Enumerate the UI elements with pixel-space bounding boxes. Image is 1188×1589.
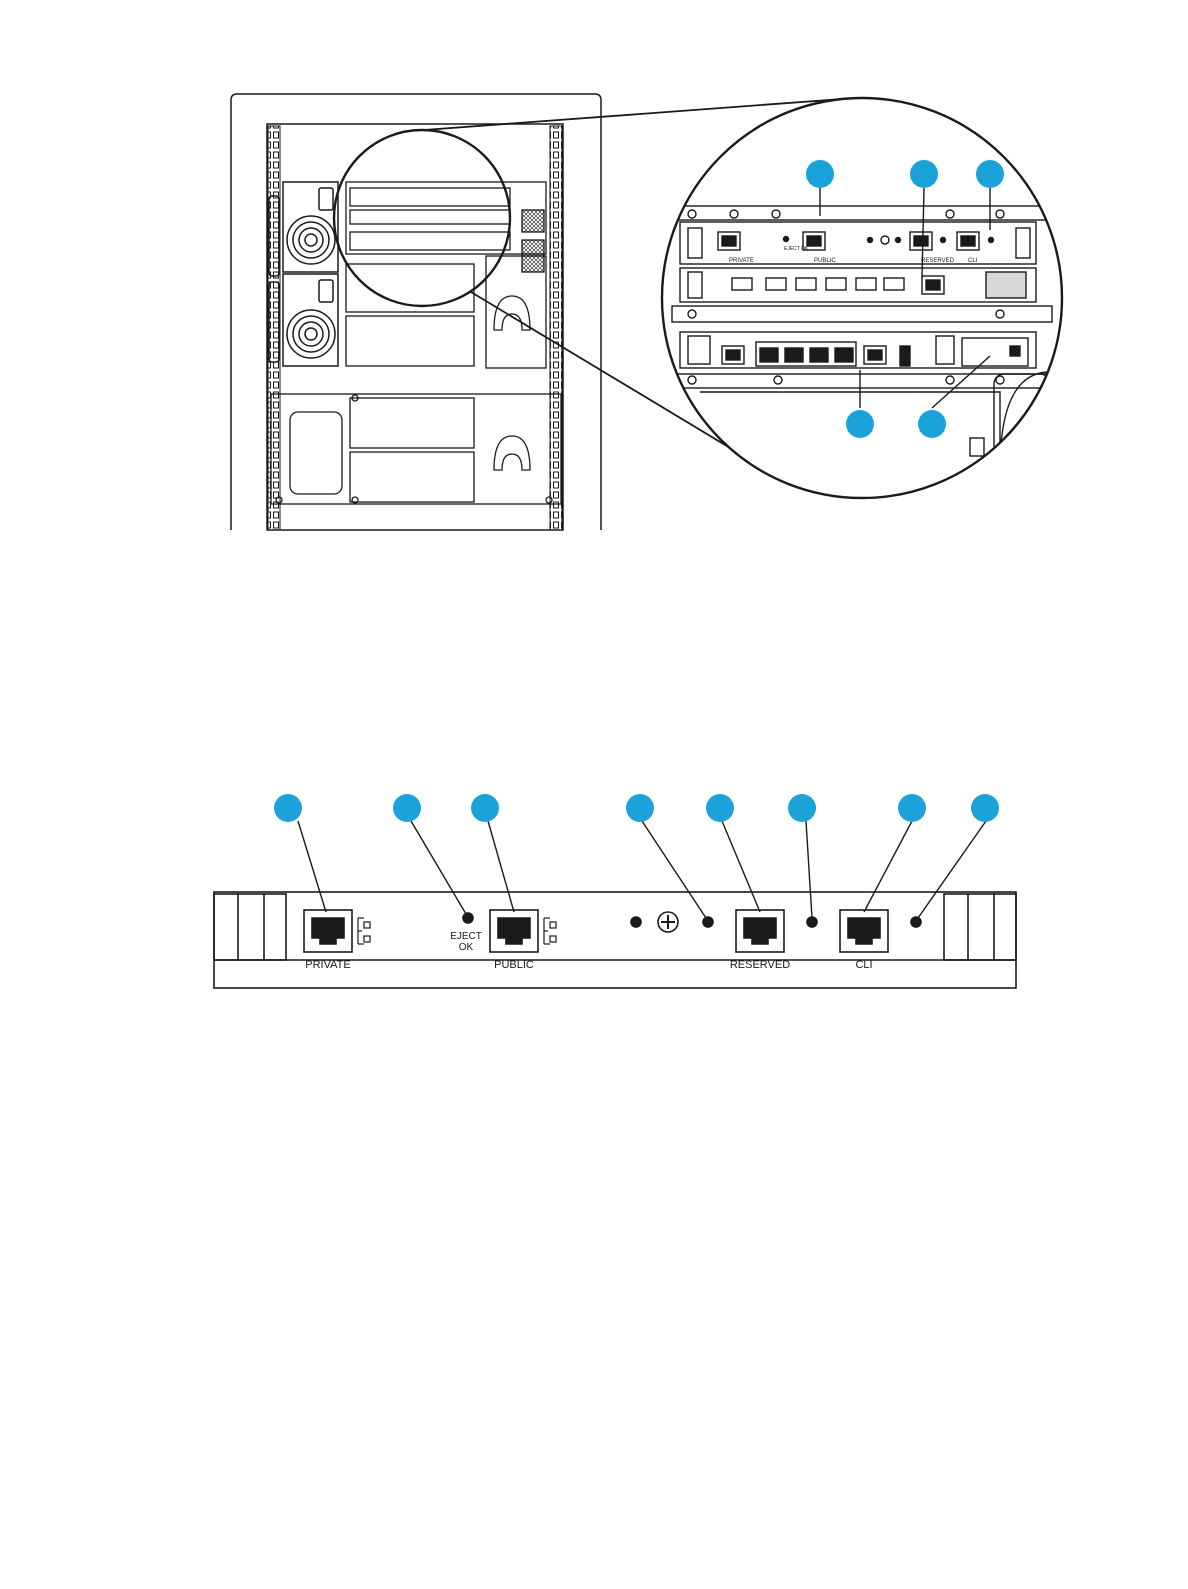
callout-marker-icon — [393, 794, 421, 822]
callout-marker-icon — [976, 160, 1004, 188]
callout-marker-icon — [898, 794, 926, 822]
magnifier-circle — [334, 130, 510, 306]
status-led-icon — [631, 917, 641, 927]
panel-label-private: PRIVATE — [305, 959, 350, 971]
zoom-label-reserved: RESERVED — [921, 258, 955, 264]
panel-label-cli: CLI — [855, 959, 872, 971]
panel-label-eject: EJECT — [450, 931, 482, 942]
callout-marker-icon — [788, 794, 816, 822]
callout-marker-icon — [806, 160, 834, 188]
fan-icon — [287, 216, 335, 264]
power-inlet-icon — [319, 280, 333, 302]
panel-label-ok: OK — [459, 942, 474, 953]
panel-label-reserved: RESERVED — [730, 959, 790, 971]
management-panel — [214, 892, 1016, 988]
callout-marker-icon — [846, 410, 874, 438]
zoom-label-private: PRIVATE — [729, 258, 754, 264]
callout-marker-icon — [706, 794, 734, 822]
status-led-icon — [911, 917, 921, 927]
status-led-icon — [703, 917, 713, 927]
rack-modules — [271, 182, 561, 504]
fan-icon — [287, 310, 335, 358]
zoom-detail: PRIVATE EJECT OK PUBLIC RESERVED CLI — [662, 98, 1062, 514]
zoom-label-public: PUBLIC — [814, 258, 836, 264]
callout-marker-icon — [274, 794, 302, 822]
panel-label-public: PUBLIC — [494, 959, 534, 971]
callout-marker-icon — [626, 794, 654, 822]
callout-marker-icon — [910, 160, 938, 188]
callout-marker-icon — [918, 410, 946, 438]
eject-ok-led-icon — [463, 913, 473, 923]
callout-marker-icon — [471, 794, 499, 822]
status-led-icon — [807, 917, 817, 927]
callout-marker-icon — [971, 794, 999, 822]
power-inlet-icon — [319, 188, 333, 210]
zoom-label-eject-ok: EJECT OK — [784, 246, 809, 252]
zoom-label-cli: CLI — [968, 258, 978, 264]
power-supply-bottom — [269, 274, 338, 366]
